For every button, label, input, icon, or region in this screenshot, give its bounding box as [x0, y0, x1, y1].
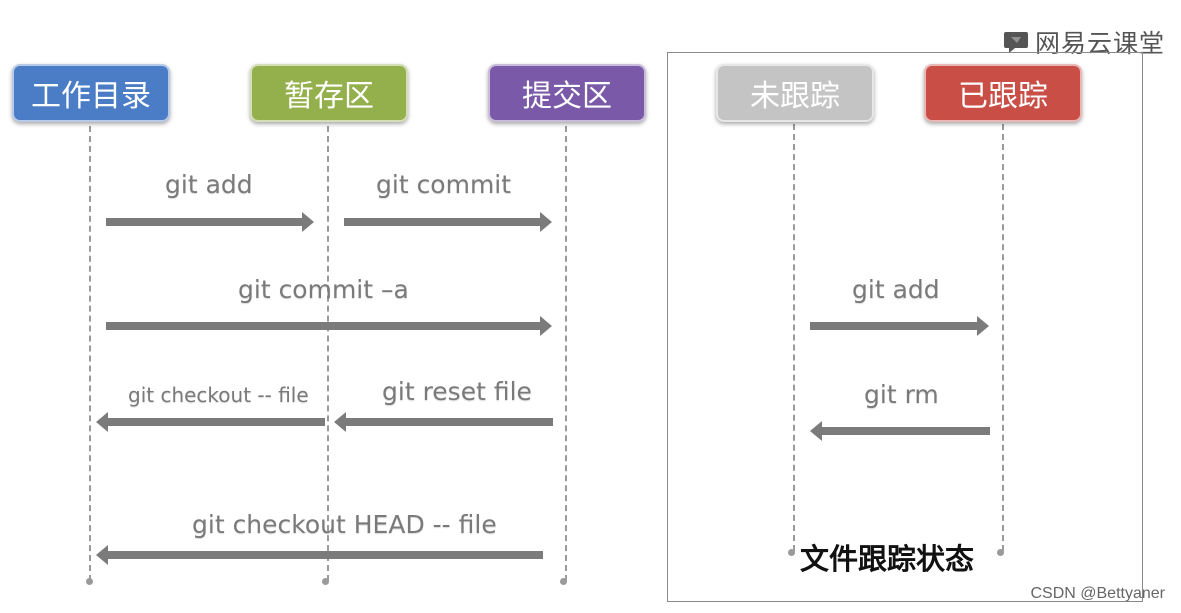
git-checkout-head-arrow — [96, 545, 543, 565]
git-add-label: git add — [165, 170, 253, 199]
git-add-arrow — [106, 212, 314, 232]
git-checkout-file-arrow — [96, 412, 325, 432]
working-directory-box: 工作目录 — [12, 64, 170, 122]
git-add-track-label: git add — [852, 275, 940, 304]
commit-lifeline — [565, 126, 567, 581]
commit-area-box: 提交区 — [488, 64, 646, 122]
staging-area-box: 暂存区 — [250, 64, 408, 122]
workdir-lifeline — [89, 126, 91, 581]
commit-lifeline-end — [560, 578, 567, 585]
stage-lifeline — [327, 126, 329, 581]
git-commit-label: git commit — [376, 170, 512, 199]
workdir-lifeline-end — [86, 578, 93, 585]
git-checkout-head-label: git checkout HEAD -- file — [192, 510, 497, 539]
tracking-status-caption: 文件跟踪状态 — [798, 536, 977, 578]
untracked-lifeline-end — [788, 549, 795, 556]
stage-lifeline-end — [322, 578, 329, 585]
git-reset-file-arrow — [334, 412, 553, 432]
untracked-box: 未跟踪 — [716, 64, 874, 122]
tracked-lifeline — [1002, 124, 1004, 551]
git-commit-a-arrow — [106, 316, 552, 336]
git-rm-label: git rm — [864, 380, 939, 409]
untracked-lifeline — [793, 124, 795, 551]
git-commit-a-label: git commit –a — [238, 275, 409, 304]
git-reset-file-label: git reset file — [382, 377, 532, 406]
tracked-lifeline-end — [997, 549, 1004, 556]
git-rm-arrow — [810, 421, 990, 441]
tracked-box: 已跟踪 — [924, 64, 1082, 122]
chat-bubble-icon — [1003, 30, 1029, 54]
tracking-status-panel — [667, 52, 1143, 602]
git-commit-arrow — [344, 212, 552, 232]
git-checkout-file-label: git checkout -- file — [128, 383, 309, 407]
watermark: CSDN @Bettyaner — [1030, 585, 1165, 602]
git-add-track-arrow — [810, 316, 989, 336]
